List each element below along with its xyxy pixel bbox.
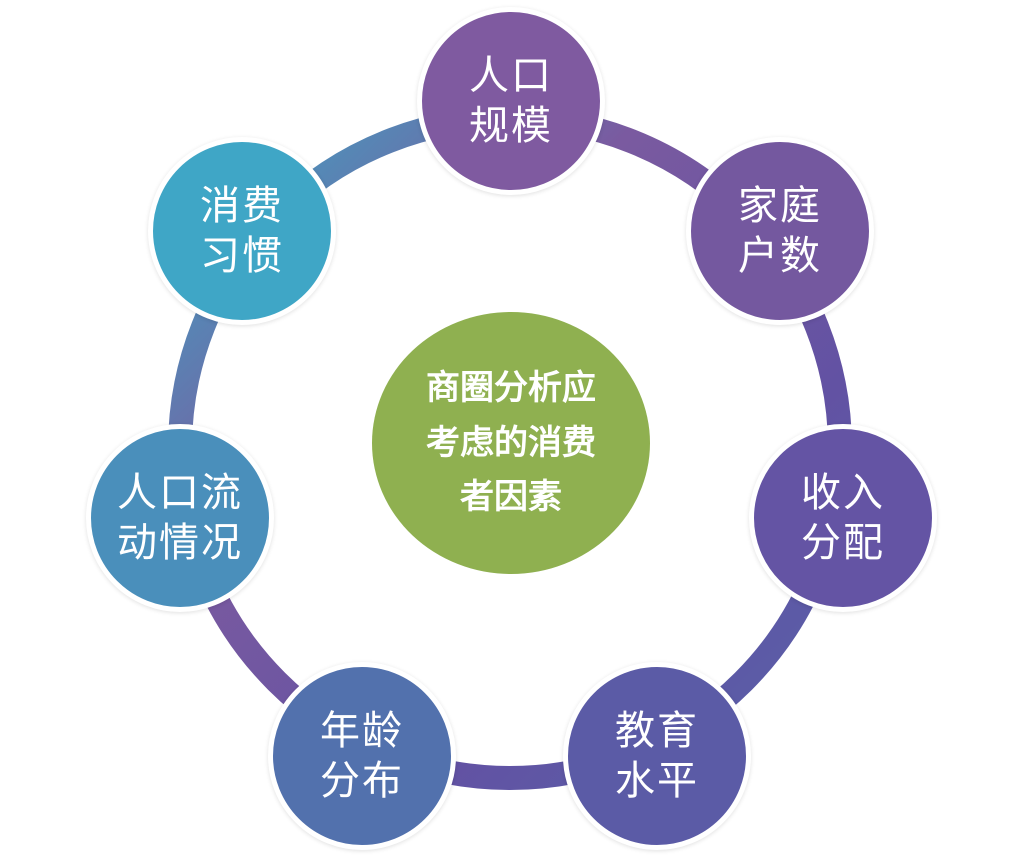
node-label-line-2: 分配 bbox=[801, 520, 885, 566]
node-age-distribution: 年龄 分布 bbox=[268, 662, 456, 850]
node-label-line-1: 家庭 bbox=[738, 183, 822, 229]
node-income-distribution: 收入 分配 bbox=[749, 424, 937, 612]
node-label-line-2: 动情况 bbox=[117, 520, 243, 566]
node-household-count: 家庭 户数 bbox=[686, 137, 874, 325]
node-label-line-2: 户数 bbox=[738, 233, 822, 279]
node-label-line-1: 人口 bbox=[469, 53, 553, 99]
node-label-line-1: 收入 bbox=[801, 470, 885, 516]
node-label-line-1: 消费 bbox=[200, 183, 284, 229]
node-label-line-2: 习惯 bbox=[200, 233, 284, 279]
node-label-line-1: 人口流 bbox=[117, 470, 243, 516]
node-education-level: 教育 水平 bbox=[563, 662, 751, 850]
center-topic-line-1: 商圈分析应 bbox=[426, 368, 596, 409]
center-topic-line-3: 者因素 bbox=[460, 477, 562, 518]
node-label-line-2: 水平 bbox=[615, 758, 699, 804]
node-label-line-2: 分布 bbox=[320, 758, 404, 804]
node-population-size: 人口 规模 bbox=[417, 7, 605, 195]
node-population-flow: 人口流 动情况 bbox=[86, 424, 274, 612]
node-label-line-1: 年龄 bbox=[320, 708, 404, 754]
node-label-line-1: 教育 bbox=[615, 708, 699, 754]
node-consumption-habits: 消费 习惯 bbox=[148, 137, 336, 325]
center-topic-circle: 商圈分析应 考虑的消费 者因素 bbox=[372, 312, 650, 574]
node-label-line-2: 规模 bbox=[469, 103, 553, 149]
center-topic-line-2: 考虑的消费 bbox=[426, 422, 596, 463]
